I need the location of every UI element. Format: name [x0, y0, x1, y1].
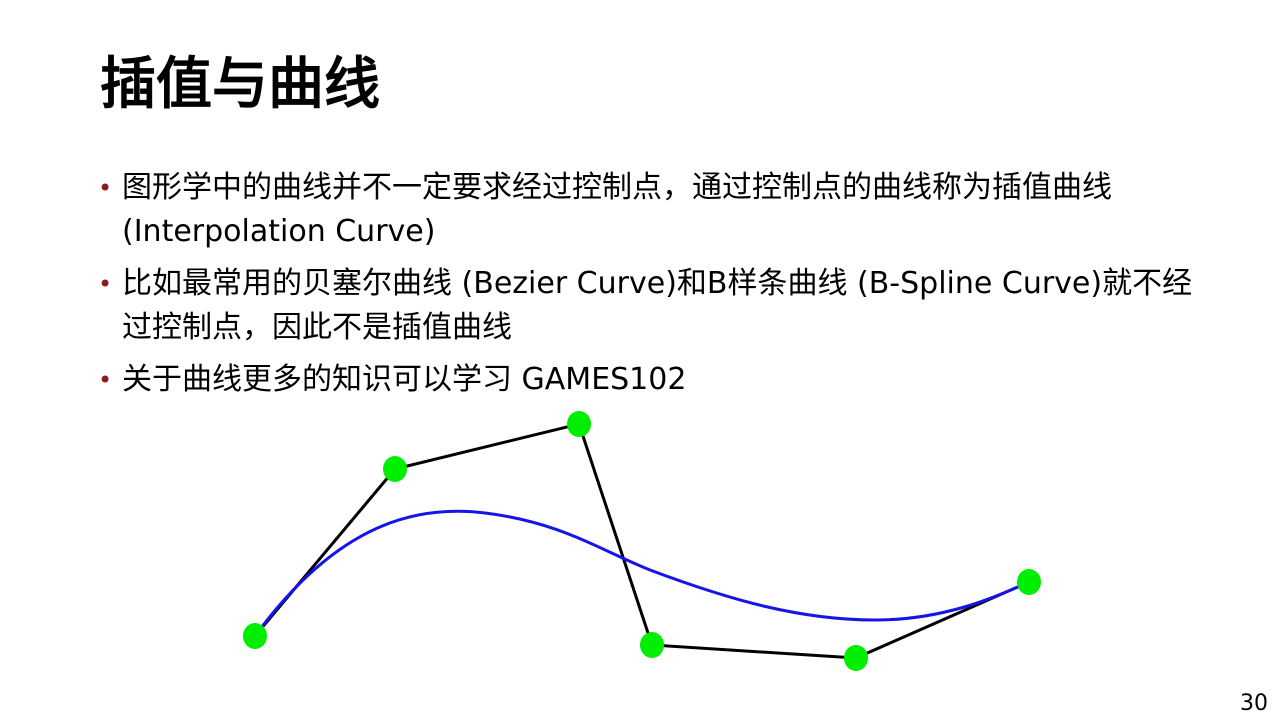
bullet-dot-icon: •	[98, 174, 113, 202]
page-number: 30	[1240, 691, 1268, 716]
b-spline-curve	[253, 509, 1030, 637]
bullet-dot-icon: •	[98, 366, 113, 394]
bullet-item: • 图形学中的曲线并不一定要求经过控制点，通过控制点的曲线称为插值曲线 (Int…	[96, 166, 1206, 254]
bullet-dot-icon: •	[98, 270, 113, 298]
bullet-item: • 关于曲线更多的知识可以学习 GAMES102	[96, 358, 1206, 402]
bullet-text: 图形学中的曲线并不一定要求经过控制点，通过控制点的曲线称为插值曲线 (Inter…	[122, 170, 1112, 249]
control-point	[383, 456, 407, 482]
bullet-text: 关于曲线更多的知识可以学习 GAMES102	[122, 362, 687, 397]
control-polygon	[253, 422, 1030, 660]
control-point	[640, 632, 664, 658]
bullet-text: 比如最常用的贝塞尔曲线 (Bezier Curve)和B样条曲线 (B-Spli…	[122, 266, 1193, 345]
control-point	[1017, 569, 1041, 595]
control-point	[243, 623, 267, 649]
control-point	[844, 645, 868, 671]
control-point	[567, 411, 591, 437]
bullet-item: • 比如最常用的贝塞尔曲线 (Bezier Curve)和B样条曲线 (B-Sp…	[96, 262, 1206, 350]
slide-title: 插值与曲线	[100, 51, 380, 117]
bullet-list: • 图形学中的曲线并不一定要求经过控制点，通过控制点的曲线称为插值曲线 (Int…	[96, 166, 1206, 410]
